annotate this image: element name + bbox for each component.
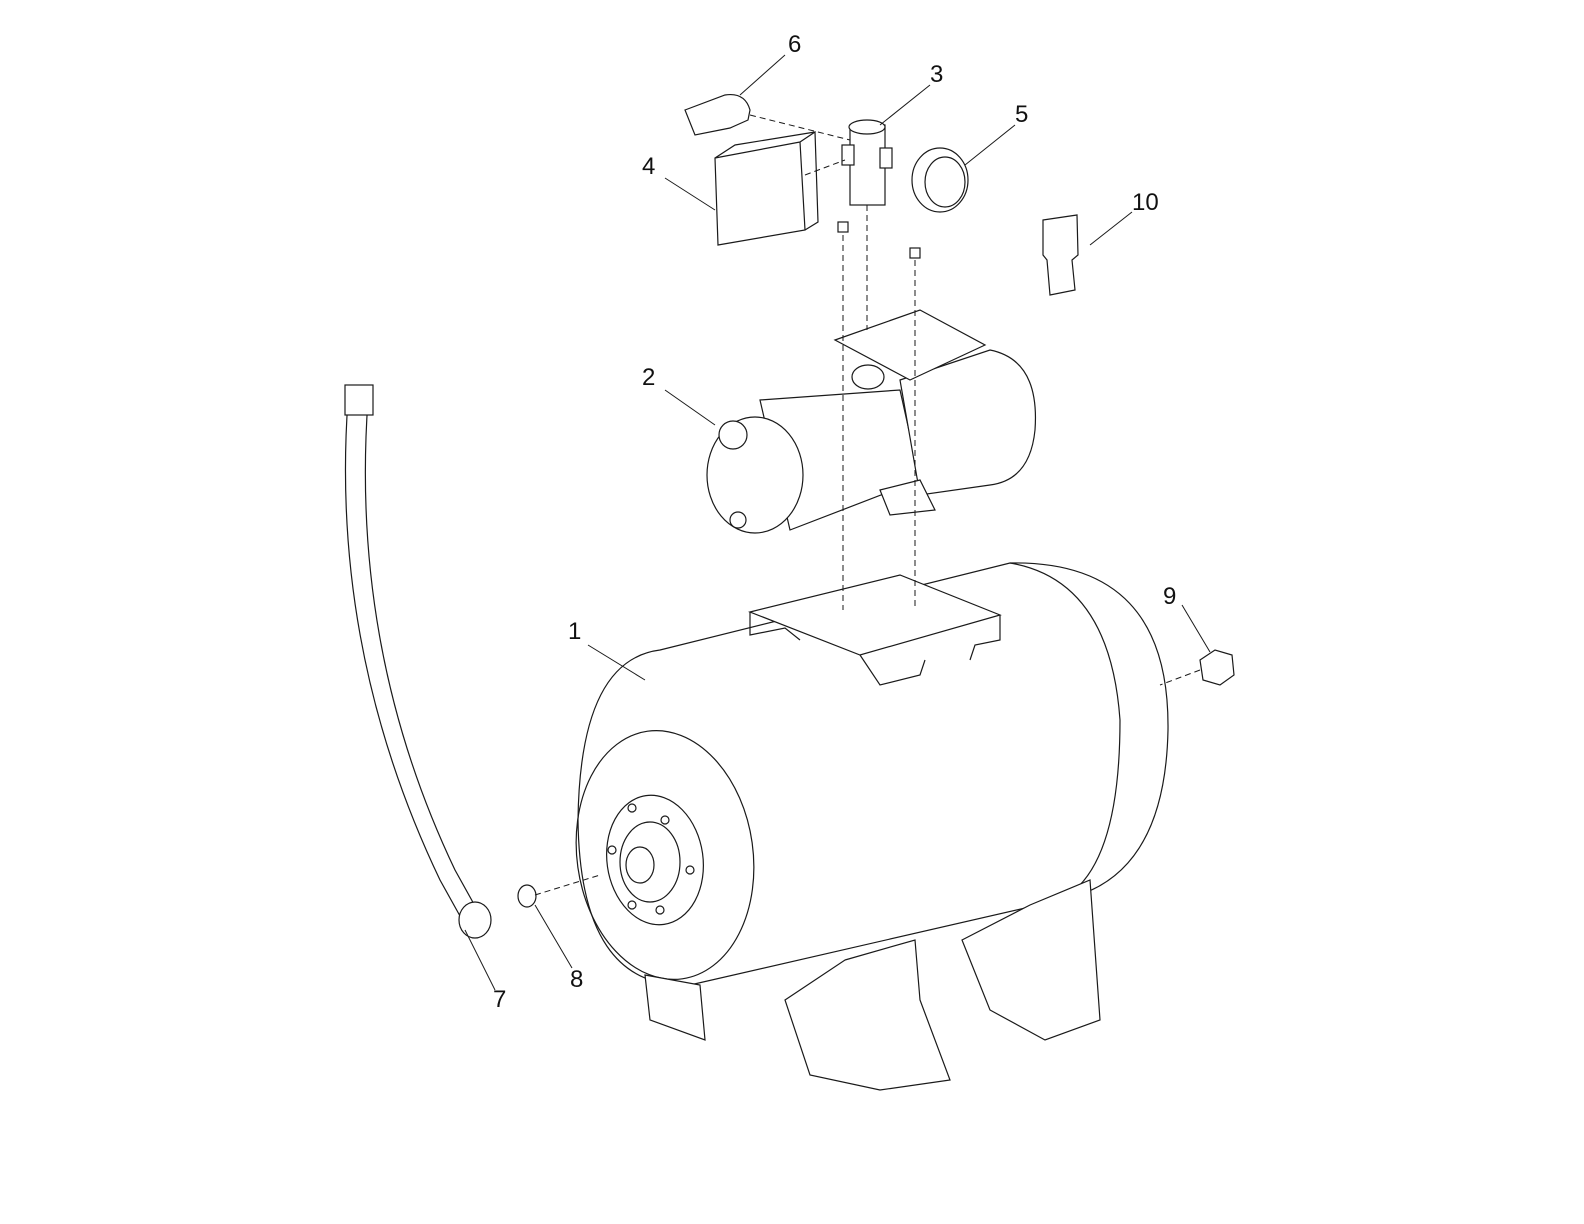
part-label-3: 3 — [930, 61, 944, 88]
part-label-7: 7 — [493, 986, 507, 1013]
pump — [706, 309, 1037, 534]
check-valve — [1042, 214, 1079, 296]
hose — [344, 399, 481, 926]
pressure-tank — [575, 562, 1169, 1091]
part-label-1: 1 — [568, 618, 582, 645]
part-label-5: 5 — [1015, 101, 1029, 128]
part-label-6: 6 — [788, 31, 802, 58]
part-label-2: 2 — [642, 364, 656, 391]
leader-lines — [464, 54, 1211, 991]
o-ring — [517, 884, 537, 908]
pressure-switch — [714, 130, 819, 246]
part-label-10: 10 — [1132, 189, 1159, 216]
pressure-gauge — [911, 147, 969, 213]
part-label-4: 4 — [642, 153, 656, 180]
part-label-8: 8 — [570, 966, 584, 993]
five-way-fitting — [841, 119, 893, 206]
hex-plug — [1199, 649, 1235, 686]
elbow-fitting — [684, 93, 751, 136]
part-label-9: 9 — [1163, 583, 1177, 610]
